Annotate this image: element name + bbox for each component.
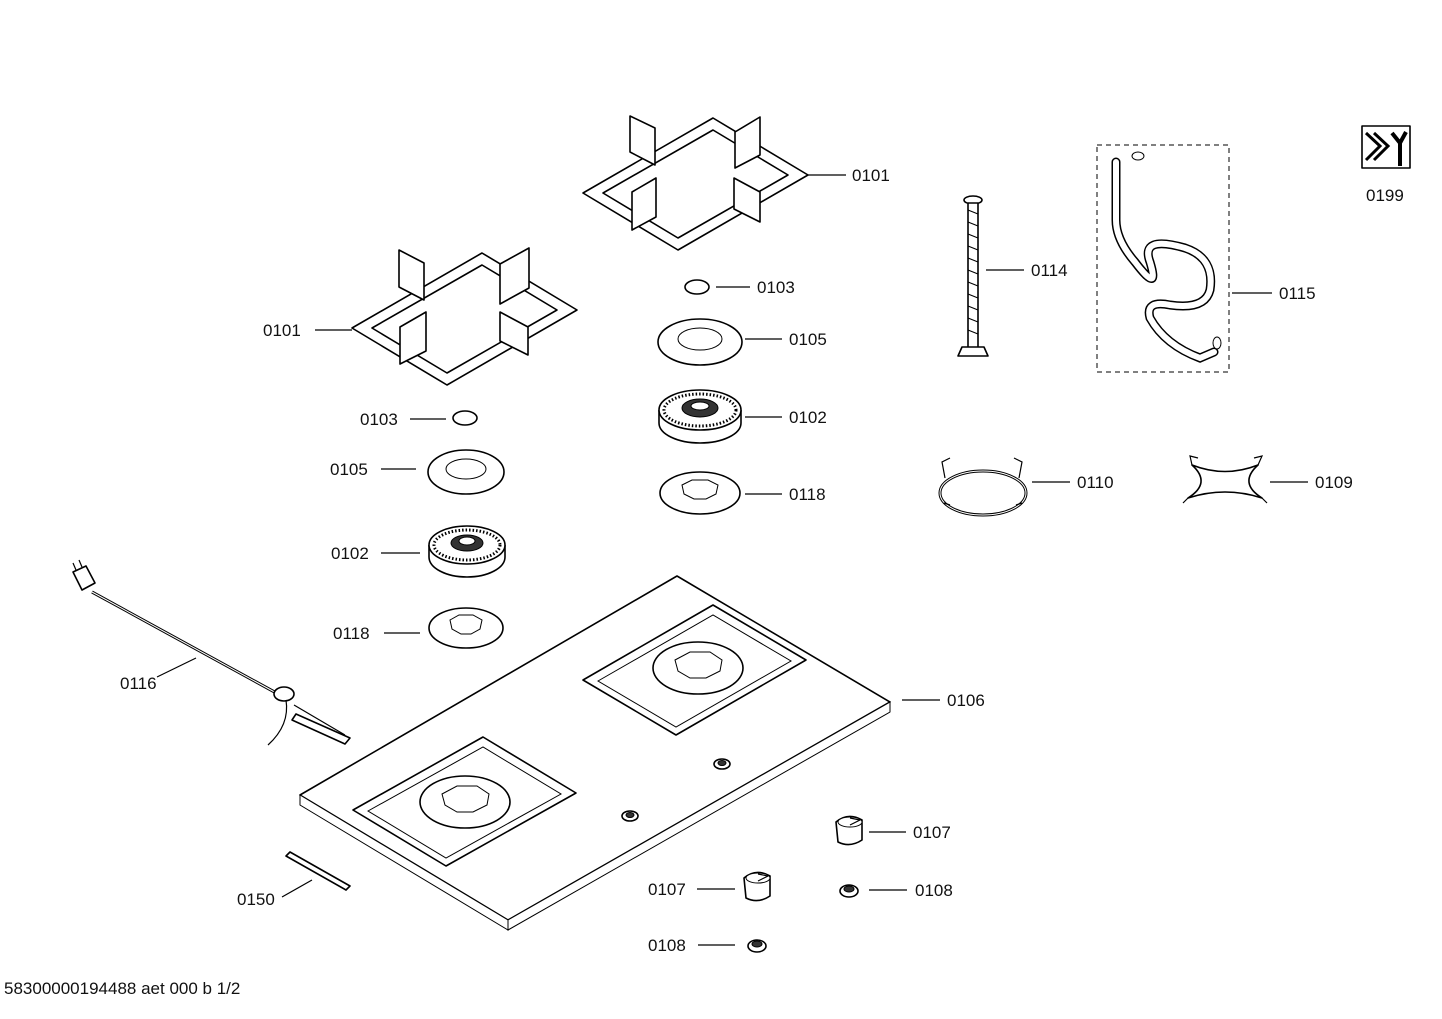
knob-bezel-left bbox=[747, 939, 767, 953]
label-knob-left: 0107 bbox=[648, 880, 686, 899]
label-cap-left: 0103 bbox=[360, 410, 398, 429]
label-simmer-ring: 0109 bbox=[1315, 473, 1353, 492]
hob-top-panel bbox=[299, 575, 891, 931]
document-number: 58300000194488 aet 000 b 1/2 bbox=[4, 979, 241, 998]
spreader-ring-left bbox=[427, 449, 505, 495]
power-cord bbox=[72, 559, 351, 746]
label-spreader-left: 0105 bbox=[330, 460, 368, 479]
control-knob-right bbox=[835, 815, 863, 846]
pan-support-grate-right bbox=[582, 115, 809, 251]
burner-cap-right bbox=[684, 279, 710, 295]
burner-cap-left bbox=[452, 410, 478, 426]
knob-bezel-right bbox=[839, 884, 859, 898]
label-grate-right: 0101 bbox=[852, 166, 890, 185]
burner-plate-right bbox=[659, 471, 741, 515]
label-power-cord: 0116 bbox=[120, 674, 157, 693]
hose-connector bbox=[957, 195, 989, 357]
label-plate-right: 0118 bbox=[789, 485, 826, 504]
label-spreader-right: 0105 bbox=[789, 330, 827, 349]
label-burner-right: 0102 bbox=[789, 408, 827, 427]
simmer-ring bbox=[1182, 455, 1268, 504]
label-burner-left: 0102 bbox=[331, 544, 369, 563]
label-seal-strip: 0150 bbox=[237, 890, 275, 909]
label-wok-ring: 0110 bbox=[1077, 473, 1114, 492]
pan-support-grate-left bbox=[351, 247, 578, 386]
burner-body-left bbox=[428, 525, 506, 578]
label-bezel-right: 0108 bbox=[915, 881, 953, 900]
seal-strip bbox=[285, 851, 351, 891]
label-bezel-left: 0108 bbox=[648, 936, 686, 955]
label-accessory-pack: 0199 bbox=[1366, 186, 1404, 205]
label-cap-right: 0103 bbox=[757, 278, 795, 297]
gas-hose-kit bbox=[1096, 144, 1230, 373]
label-gas-hose: 0115 bbox=[1279, 284, 1316, 303]
wok-ring bbox=[938, 457, 1028, 517]
label-hob-top: 0106 bbox=[947, 691, 985, 710]
label-plate-left: 0118 bbox=[333, 624, 370, 643]
control-knob-left bbox=[743, 871, 771, 902]
label-hose-connector: 0114 bbox=[1031, 261, 1068, 280]
burner-plate-left bbox=[428, 607, 504, 649]
burner-body-right bbox=[658, 389, 742, 444]
label-grate-left: 0101 bbox=[263, 321, 301, 340]
spreader-ring-right bbox=[657, 318, 743, 366]
label-knob-right: 0107 bbox=[913, 823, 951, 842]
accessory-pack-icon bbox=[1361, 125, 1411, 169]
